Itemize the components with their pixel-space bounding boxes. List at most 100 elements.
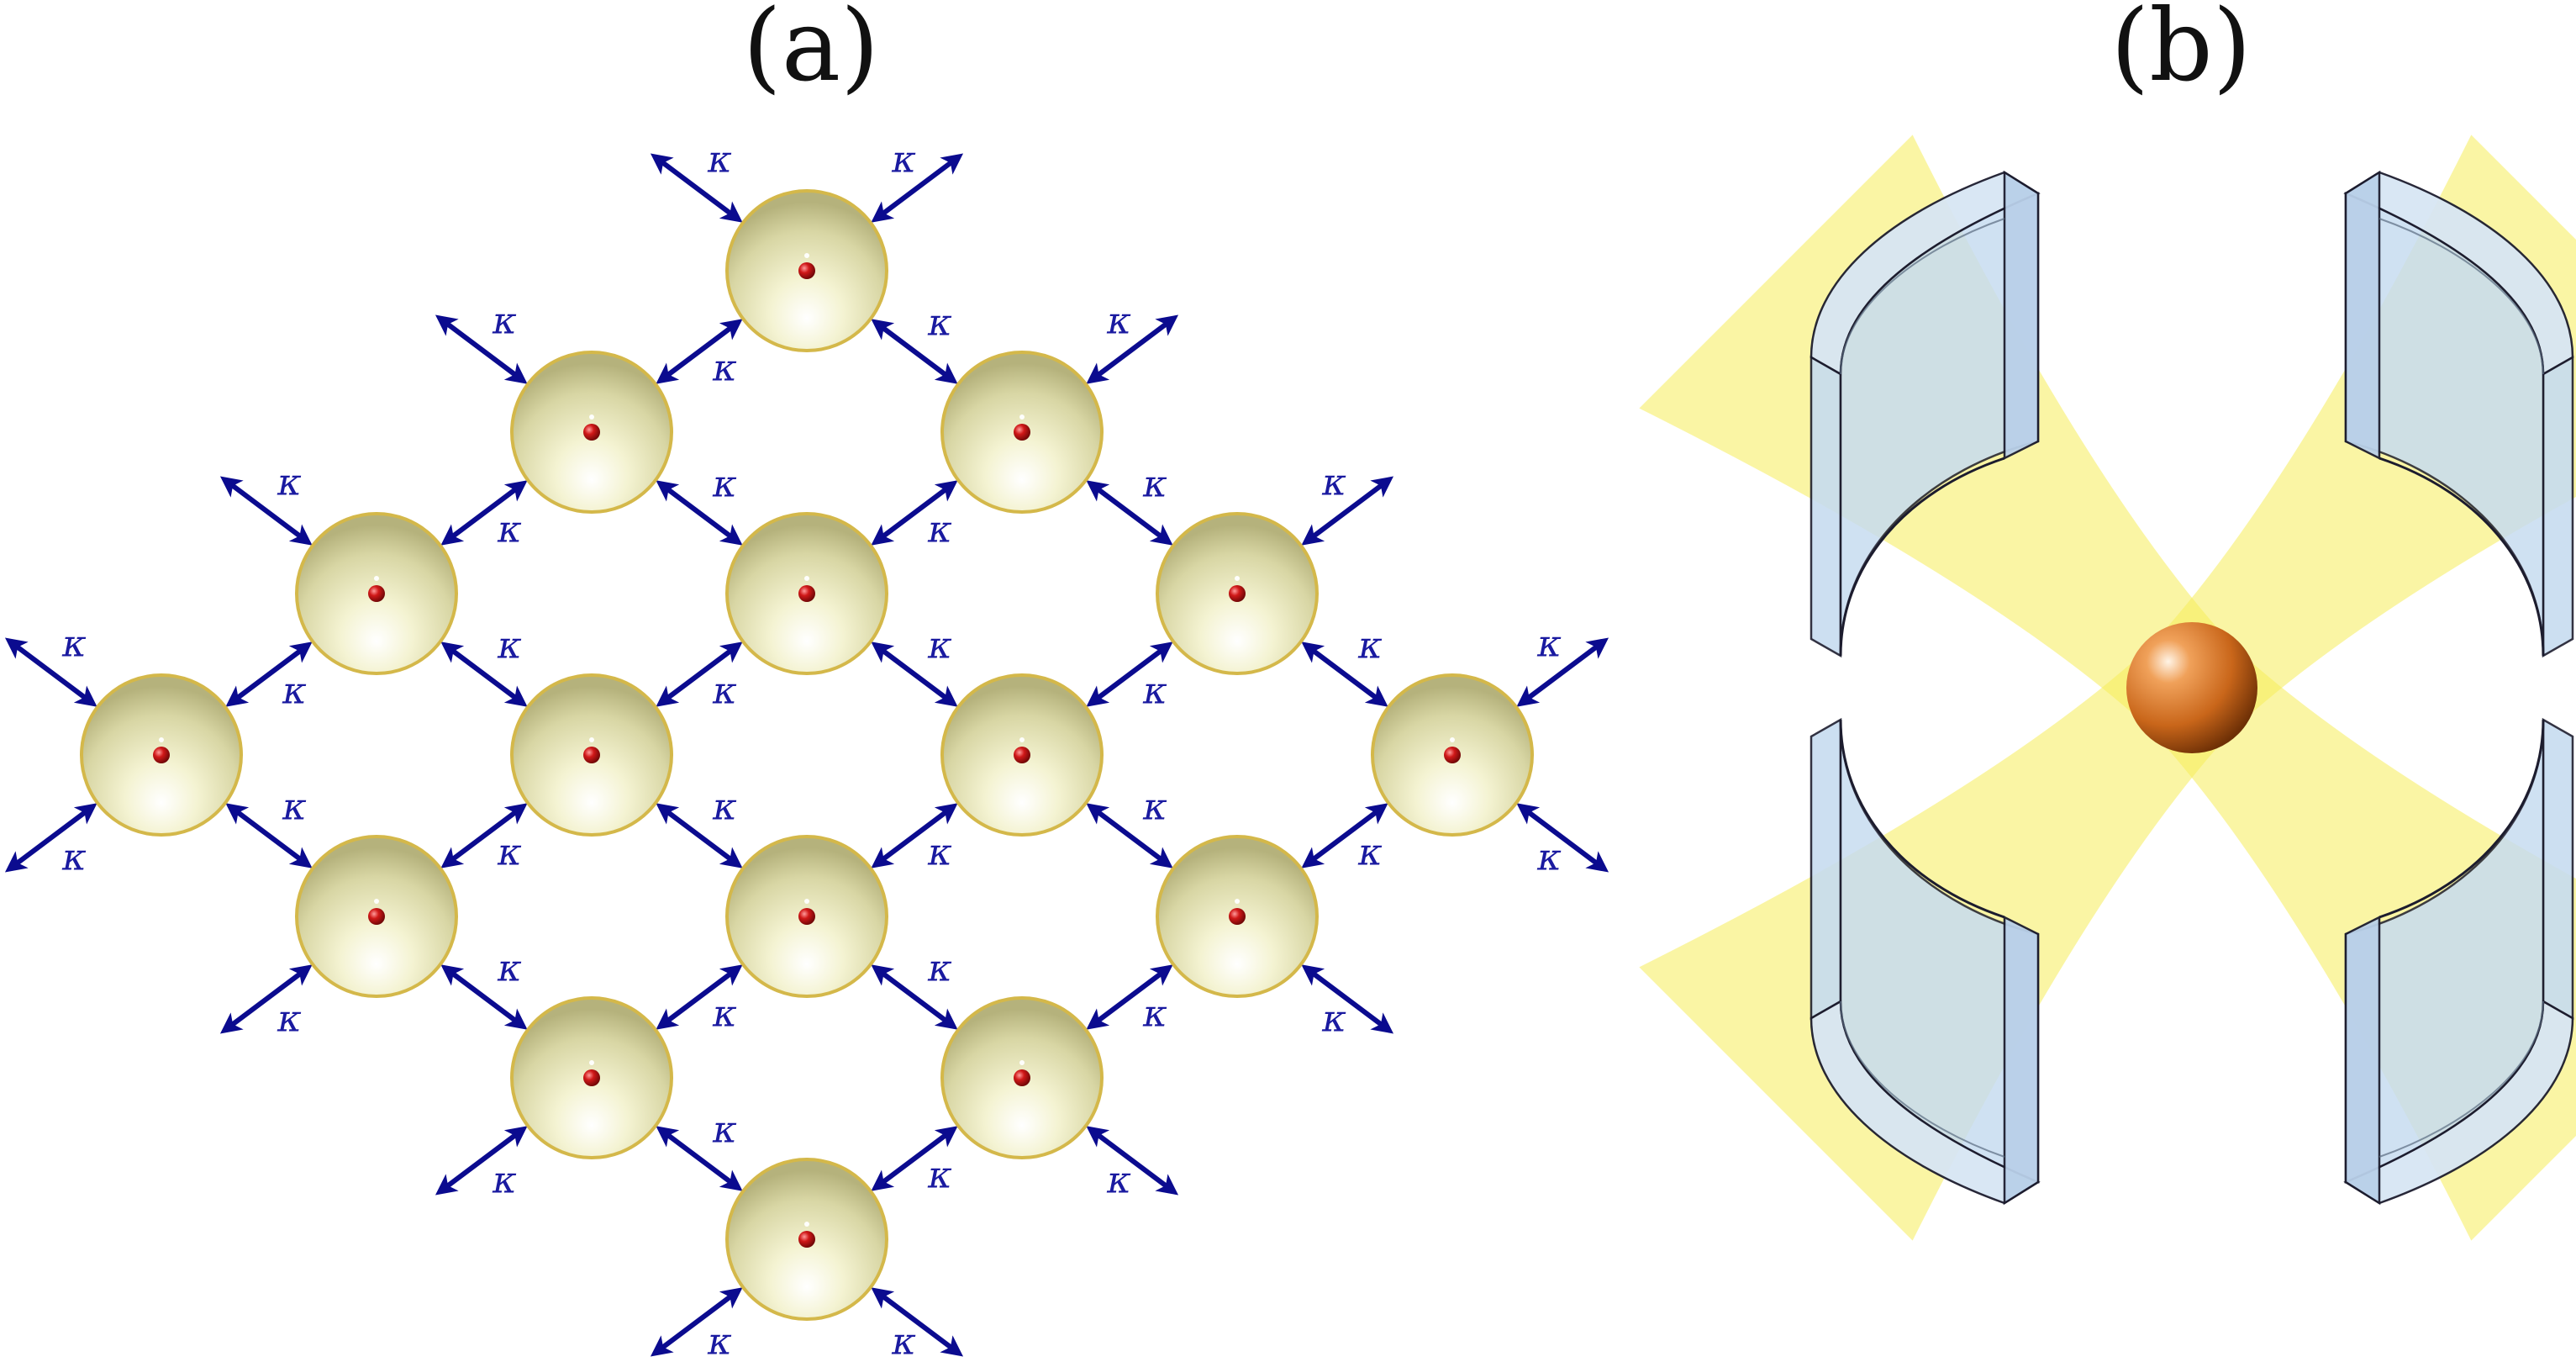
- coupling-arrow-30: [1086, 641, 1173, 707]
- coupling-label-29: κ: [1142, 462, 1167, 505]
- outcoupling-arrow-17: [435, 1126, 528, 1196]
- outcoupling-arrow-2: [4, 637, 97, 707]
- outcoupling-arrow-9: [219, 964, 313, 1034]
- coupling-label-4: κ: [497, 509, 522, 552]
- outcoupling-arrow-18: [871, 153, 964, 223]
- coupling-label-9: κ: [277, 998, 302, 1041]
- atom-dot-icon: [368, 585, 385, 602]
- coupling-arrow-0: [225, 641, 313, 707]
- coupling-label-30: κ: [1142, 670, 1167, 713]
- panel-b-ion-trap: [1639, 135, 2576, 1241]
- cavity-site-10: [940, 351, 1104, 514]
- atom-dot-icon: [583, 424, 600, 441]
- mirror-electrode-top-left: [1810, 170, 2041, 658]
- coupling-label-10: κ: [712, 347, 737, 390]
- coupling-label-21: κ: [927, 509, 952, 552]
- coupling-label-18: κ: [891, 138, 916, 181]
- coupling-arrow-11: [656, 480, 743, 546]
- coupling-label-1: κ: [282, 785, 307, 828]
- outcoupling-arrow-28: [1086, 314, 1179, 384]
- coupling-label-24: κ: [927, 947, 952, 990]
- coupling-label-12: κ: [492, 299, 517, 342]
- outcoupling-arrow-20: [650, 153, 743, 223]
- coupling-arrow-13: [656, 641, 743, 707]
- cavity-site-0: [80, 673, 243, 837]
- coupling-label-33: κ: [1106, 1159, 1131, 1202]
- coupling-arrow-15: [656, 964, 743, 1030]
- coupling-label-32: κ: [1142, 993, 1167, 1036]
- coupling-arrow-19: [871, 319, 958, 384]
- coupling-label-22: κ: [927, 624, 952, 667]
- coupling-label-28: κ: [1106, 299, 1131, 342]
- panel-b-label: (b): [2110, 0, 2252, 103]
- atom-dot-icon: [1014, 747, 1030, 763]
- panel-a-label: (a): [743, 0, 879, 103]
- coupling-label-39: κ: [1536, 837, 1562, 879]
- coupling-arrow-7: [440, 803, 528, 868]
- coupling-label-37: κ: [1321, 998, 1346, 1041]
- coupling-arrow-10: [656, 319, 743, 384]
- coupling-label-11: κ: [712, 462, 737, 505]
- coupling-label-6: κ: [277, 461, 302, 504]
- coupling-label-34: κ: [1321, 461, 1346, 504]
- atom-dot-icon: [153, 747, 170, 763]
- coupling-label-7: κ: [497, 831, 522, 874]
- coupling-arrow-21: [871, 480, 958, 546]
- atom-dot-icon: [798, 908, 815, 925]
- coupling-arrow-32: [1086, 964, 1173, 1030]
- outcoupling-arrow-34: [1301, 476, 1394, 546]
- coupling-label-13: κ: [712, 670, 737, 713]
- coupling-label-20: κ: [707, 138, 732, 181]
- coupling-label-0: κ: [282, 670, 307, 713]
- atom-dot-icon: [1014, 1069, 1030, 1086]
- coupling-label-38: κ: [1536, 622, 1562, 665]
- cavity-site-11: [940, 673, 1104, 837]
- coupling-arrow-5: [440, 641, 528, 707]
- cavity-site-4: [510, 673, 673, 837]
- coupling-label-14: κ: [712, 785, 737, 828]
- atom-dot-icon: [1229, 908, 1246, 925]
- cavity-site-2: [295, 835, 458, 998]
- coupling-arrow-29: [1086, 480, 1173, 546]
- atom-dot-icon: [798, 1231, 815, 1248]
- atom-dot-icon: [1014, 424, 1030, 441]
- cavity-site-9: [725, 1158, 888, 1321]
- coupling-label-17: κ: [492, 1159, 517, 1202]
- atom-dot-icon: [1229, 585, 1246, 602]
- cavity-site-13: [1156, 512, 1319, 675]
- cavity-site-8: [725, 835, 888, 998]
- coupling-arrow-36: [1301, 803, 1388, 868]
- coupling-label-26: κ: [891, 1321, 916, 1362]
- cavity-sites: [80, 189, 1534, 1321]
- cavity-site-1: [295, 512, 458, 675]
- coupling-label-35: κ: [1357, 624, 1383, 667]
- cavity-site-7: [725, 512, 888, 675]
- coupling-arrow-23: [871, 803, 958, 868]
- coupling-label-25: κ: [927, 1154, 952, 1197]
- coupling-label-2: κ: [61, 622, 87, 665]
- coupling-label-23: κ: [927, 831, 952, 874]
- cavity-site-15: [1371, 673, 1534, 837]
- coupling-label-8: κ: [497, 947, 522, 990]
- coupling-arrow-24: [871, 964, 958, 1030]
- coupling-arrow-31: [1086, 803, 1173, 868]
- mirror-electrode-bottom-left: [1810, 717, 2041, 1206]
- atom-dot-icon: [583, 747, 600, 763]
- atom-dot-icon: [368, 908, 385, 925]
- coupling-label-19: κ: [927, 301, 952, 344]
- coupling-arrow-22: [871, 641, 958, 707]
- outcoupling-arrow-27: [650, 1287, 743, 1357]
- coupling-arrow-4: [440, 480, 528, 546]
- cavity-site-3: [510, 351, 673, 514]
- cavity-site-14: [1156, 835, 1319, 998]
- coupling-arrows: [4, 153, 1609, 1357]
- outcoupling-arrow-26: [871, 1287, 964, 1357]
- atom-dot-icon: [1444, 747, 1461, 763]
- atom-dot-icon: [583, 1069, 600, 1086]
- coupling-label-3: κ: [61, 837, 87, 879]
- outcoupling-arrow-37: [1301, 964, 1394, 1034]
- outcoupling-arrow-3: [4, 803, 97, 873]
